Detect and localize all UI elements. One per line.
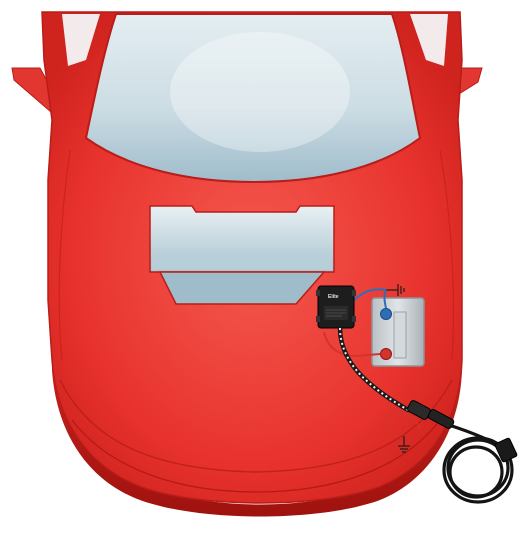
car-battery — [372, 298, 424, 366]
hood-scoop-band — [152, 252, 332, 270]
windshield-reflection — [170, 32, 350, 152]
charger-brand-label: Elite — [328, 294, 339, 300]
positive-terminal — [381, 349, 392, 360]
battery-charger — [316, 286, 356, 328]
negative-terminal — [381, 309, 392, 320]
coiled-power-cable — [444, 426, 512, 502]
hood-scoop-bottom — [160, 272, 324, 304]
